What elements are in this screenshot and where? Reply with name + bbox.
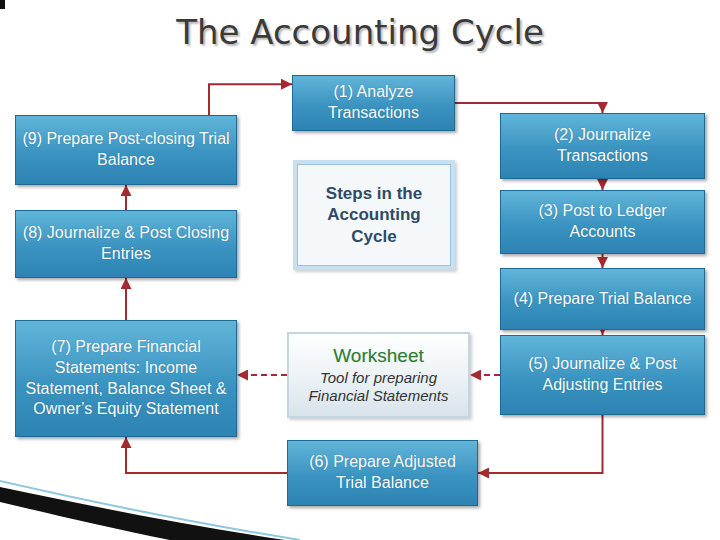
box-label: Steps in the Accounting Cycle — [303, 183, 445, 247]
flow-arrow — [126, 437, 287, 473]
corner-dot — [0, 0, 5, 9]
box-label: (5) Journalize & Post Adjusting Entries — [507, 354, 698, 396]
flow-arrow — [125, 278, 127, 320]
box-label: (4) Prepare Trial Balance — [514, 289, 692, 310]
flow-arrow — [478, 415, 603, 473]
box-label: (1) Analyze Transactions — [299, 82, 448, 124]
box-label: (6) Prepare Adjusted Trial Balance — [294, 452, 471, 494]
process-box: (2) Journalize Transactions — [500, 113, 705, 179]
dashed-arrow — [470, 374, 500, 376]
box-label: (2) Journalize Transactions — [507, 125, 698, 167]
process-box: (7) Prepare Financial Statements: Income… — [15, 320, 237, 437]
flow-arrow — [602, 179, 604, 190]
process-box: (6) Prepare Adjusted Trial Balance — [287, 440, 478, 506]
dashed-arrow — [237, 374, 287, 376]
diagram-title: The Accounting Cycle — [0, 12, 720, 52]
swoosh-line — [0, 481, 300, 540]
box-label: (8) Journalize & Post Closing Entries — [22, 223, 230, 265]
swoosh — [0, 487, 285, 540]
center-label-box: Steps in the Accounting Cycle — [293, 160, 455, 270]
box-heading: Worksheet — [333, 344, 423, 369]
process-box: (4) Prepare Trial Balance — [500, 268, 705, 330]
box-label: (9) Prepare Post-closing Trial Balance — [22, 129, 230, 171]
process-box: (5) Journalize & Post Adjusting Entries — [500, 335, 705, 415]
flow-arrow — [455, 103, 603, 113]
box-label: (3) Post to Ledger Accounts — [507, 201, 698, 243]
process-box: (8) Journalize & Post Closing Entries — [15, 210, 237, 278]
process-box: (3) Post to Ledger Accounts — [500, 190, 705, 254]
box-label: (7) Prepare Financial Statements: Income… — [22, 337, 230, 420]
flow-arrow — [602, 254, 604, 268]
flow-arrow — [125, 185, 127, 210]
process-box: (1) Analyze Transactions — [292, 75, 455, 131]
flow-arrow — [209, 84, 292, 115]
box-body: Tool for preparing Financial Statements — [295, 369, 462, 407]
worksheet-box: WorksheetTool for preparing Financial St… — [287, 332, 470, 418]
process-box: (9) Prepare Post-closing Trial Balance — [15, 115, 237, 185]
